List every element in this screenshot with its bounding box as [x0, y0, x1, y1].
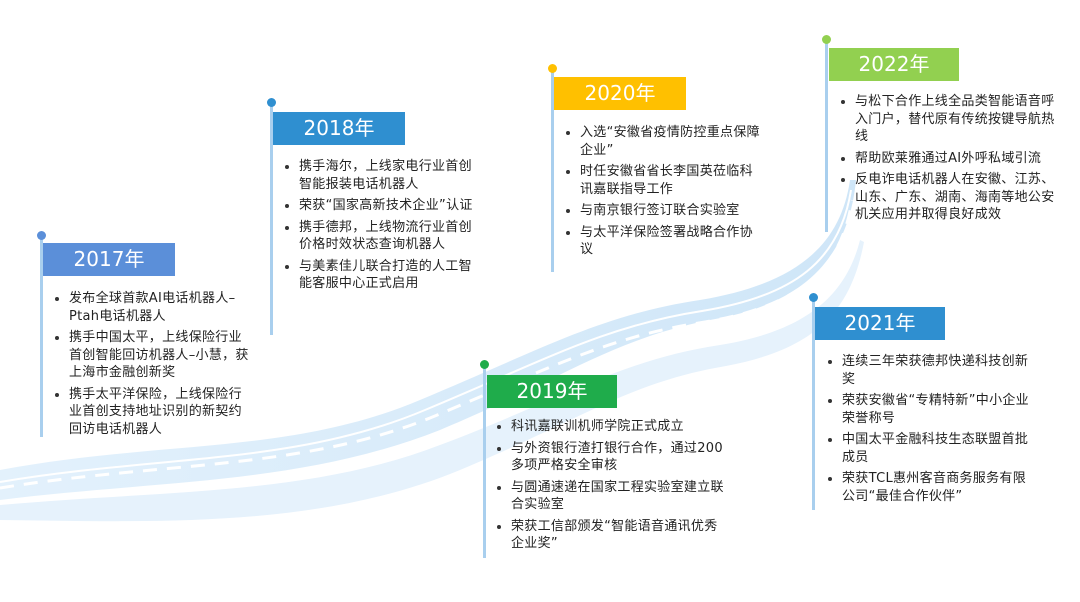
list-item: 携手德邦，上线物流行业首创价格时效状态查询机器人 [282, 219, 477, 254]
year-label-2020: 2020年 [554, 77, 686, 110]
pole-2020 [551, 72, 554, 272]
list-item: 与圆通速递在国家工程实验室建立联合实验室 [494, 479, 724, 514]
list-item: 帮助欧莱雅通过AI外呼私域引流 [838, 150, 1060, 168]
pole-2017 [40, 237, 43, 437]
list-item: 与外资银行渣打银行合作，通过200多项严格安全审核 [494, 440, 724, 475]
list-2020: 入选“安徽省疫情防控重点保障企业” 时任安徽省省长李国英莅临科讯嘉联指导工作 与… [563, 124, 763, 263]
list-2019: 科讯嘉联训机师学院正式成立 与外资银行渣打银行合作，通过200多项严格安全审核 … [494, 418, 724, 557]
list-item: 中国太平金融科技生态联盟首批成员 [825, 431, 1030, 466]
list-2021: 连续三年荣获德邦快递科技创新奖 荣获安徽省“专精特新”中小企业荣誉称号 中国太平… [825, 353, 1030, 509]
list-item: 荣获工信部颁发“智能语音通讯优秀企业奖” [494, 518, 724, 553]
road-band-lower [0, 240, 864, 522]
marker-2020 [548, 64, 557, 73]
list-item: 荣获TCL惠州客音商务服务有限公司“最佳合作伙伴” [825, 470, 1030, 505]
list-item: 与松下合作上线全品类智能语音呼入门户，替代原有传统按键导航热线 [838, 93, 1060, 146]
list-item: 反电诈电话机器人在安徽、江苏、山东、广东、湖南、海南等地公安机关应用并取得良好成… [838, 171, 1060, 224]
list-item: 荣获“国家高新技术企业”认证 [282, 197, 477, 215]
marker-2019 [480, 360, 489, 369]
list-item: 荣获安徽省“专精特新”中小企业荣誉称号 [825, 392, 1030, 427]
list-2022: 与松下合作上线全品类智能语音呼入门户，替代原有传统按键导航热线 帮助欧莱雅通过A… [838, 93, 1060, 228]
list-2018: 携手海尔，上线家电行业首创智能报装电话机器人 荣获“国家高新技术企业”认证 携手… [282, 158, 477, 297]
pole-2019 [483, 368, 486, 558]
list-item: 与太平洋保险签署战略合作协议 [563, 224, 763, 259]
year-label-2022: 2022年 [829, 48, 959, 81]
list-item: 入选“安徽省疫情防控重点保障企业” [563, 124, 763, 159]
list-item: 携手海尔，上线家电行业首创智能报装电话机器人 [282, 158, 477, 193]
road-edge [0, 189, 852, 483]
marker-2018 [267, 98, 276, 107]
list-item: 携手太平洋保险，上线保险行业首创支持地址识别的新契约回访电话机器人 [52, 386, 252, 439]
year-label-2018: 2018年 [273, 112, 405, 145]
pole-2021 [812, 300, 815, 510]
list-item: 发布全球首款AI电话机器人–Ptah电话机器人 [52, 290, 252, 325]
marker-2022 [822, 35, 831, 44]
pole-2022 [825, 42, 828, 232]
road-band-main [0, 180, 856, 500]
list-item: 携手中国太平，上线保险行业首创智能回访机器人–小慧，获上海市金融创新奖 [52, 329, 252, 382]
list-item: 时任安徽省省长李国英莅临科讯嘉联指导工作 [563, 163, 763, 198]
list-2017: 发布全球首款AI电话机器人–Ptah电话机器人 携手中国太平，上线保险行业首创智… [52, 290, 252, 442]
year-label-2019: 2019年 [487, 375, 617, 408]
year-label-2021: 2021年 [815, 307, 945, 340]
marker-2017 [37, 231, 46, 240]
list-item: 与美素佳儿联合打造的人工智能客服中心正式启用 [282, 258, 477, 293]
list-item: 连续三年荣获德邦快递科技创新奖 [825, 353, 1030, 388]
pole-2018 [270, 105, 273, 335]
marker-2021 [809, 293, 818, 302]
year-label-2017: 2017年 [43, 243, 175, 276]
list-item: 与南京银行签订联合实验室 [563, 202, 763, 220]
list-item: 科讯嘉联训机师学院正式成立 [494, 418, 724, 436]
